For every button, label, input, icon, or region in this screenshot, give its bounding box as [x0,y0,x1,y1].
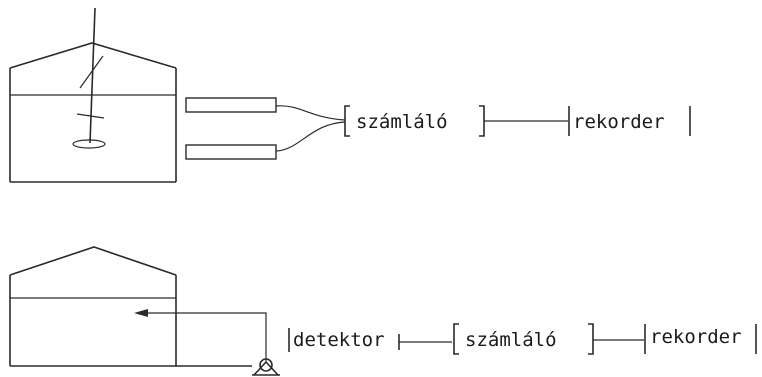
bottom-counter-label: számláló [465,329,557,351]
top-system: számláló rekorder [9,7,691,183]
circulation-loop [146,312,267,362]
pump-icon [252,358,280,376]
flow-arrow-icon [134,309,148,317]
top-recorder: rekorder [568,106,691,136]
top-recorder-label: rekorder [573,111,665,133]
upper-probe [185,97,277,113]
bottom-recorder-label: rekorder [650,326,742,348]
top-counter-label: számláló [356,111,448,133]
detector: detektor [288,328,400,352]
stirrer-shaft [89,7,96,144]
detector-label: detektor [293,329,385,351]
bottom-counter: számláló [453,323,594,355]
bottom-recorder: rekorder [644,324,757,354]
lower-probe [185,144,277,160]
circulation-tank [9,246,252,367]
stirrer-impeller [72,139,106,149]
top-counter: számláló [344,105,485,137]
stirred-tank [9,7,177,183]
bottom-system: detektor számláló rekorder [9,246,757,376]
